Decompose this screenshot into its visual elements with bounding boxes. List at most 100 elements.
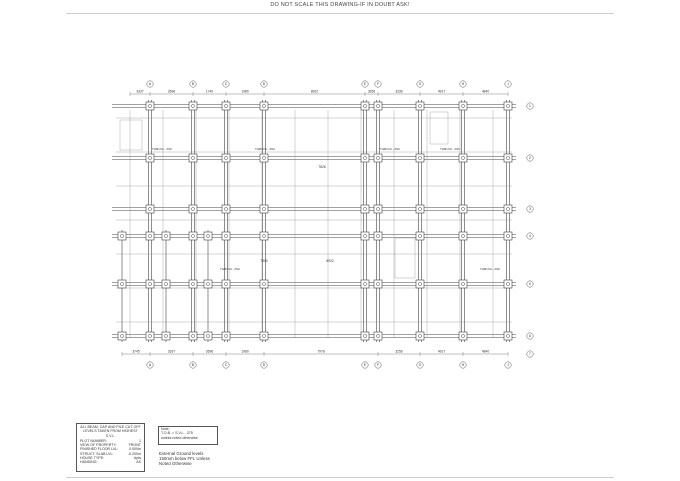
row-value: 0.000m bbox=[129, 447, 141, 452]
grid-bubble-right-label: 6 bbox=[529, 334, 531, 338]
grid-bubble-top bbox=[374, 80, 382, 88]
pile-cap bbox=[145, 153, 155, 163]
pile-cap bbox=[503, 279, 513, 289]
stair-outline bbox=[429, 111, 449, 145]
pile bbox=[376, 234, 380, 238]
pile bbox=[206, 234, 210, 238]
grid-bubble-bottom bbox=[459, 361, 467, 369]
pile bbox=[148, 234, 152, 238]
pile bbox=[224, 104, 228, 108]
beam-tag: TGB1XA - 2SC bbox=[440, 147, 461, 151]
pile-cap bbox=[503, 231, 513, 241]
pile bbox=[224, 207, 228, 211]
pile bbox=[461, 207, 465, 211]
pile bbox=[461, 334, 465, 338]
grid-bubble-top-label: F bbox=[377, 82, 379, 86]
grid-bubble-top bbox=[260, 80, 268, 88]
pile bbox=[262, 207, 266, 211]
top-dim-text: 3336 bbox=[395, 90, 403, 94]
pile bbox=[363, 104, 367, 108]
beam-tag: TGB1XA - 2SC bbox=[220, 267, 241, 271]
grid-bubble-top bbox=[222, 80, 230, 88]
grid-bubble-bottom bbox=[504, 361, 512, 369]
pile-cap bbox=[503, 101, 513, 111]
pile-caps bbox=[117, 101, 513, 341]
pile bbox=[506, 334, 510, 338]
pile bbox=[506, 156, 510, 160]
pile bbox=[191, 334, 195, 338]
pile-cap bbox=[360, 231, 370, 241]
pile-cap bbox=[373, 101, 383, 111]
grid-bubble-bottom bbox=[361, 361, 369, 369]
plan-detail-lines bbox=[116, 110, 512, 338]
pile-cap bbox=[221, 331, 231, 341]
title-row: FINISHED FLOOR LVL: 0.000m bbox=[77, 447, 144, 451]
pile-cap bbox=[188, 153, 198, 163]
pile-cap bbox=[458, 153, 468, 163]
stair-outline bbox=[119, 119, 143, 151]
top-dim-text: 4917 bbox=[438, 90, 446, 94]
external-note-line: 150mm below FFL Unless bbox=[159, 456, 210, 462]
grid-bubble-top bbox=[416, 80, 424, 88]
pile bbox=[418, 104, 422, 108]
pile-cap bbox=[360, 204, 370, 214]
grid-bubble-right-label: 2 bbox=[529, 156, 531, 160]
ground-beams bbox=[112, 100, 516, 342]
beam-dim: 8922 bbox=[326, 259, 334, 263]
pile bbox=[224, 282, 228, 286]
row-label: FINISHED FLOOR LVL: bbox=[80, 447, 119, 452]
pile-cap bbox=[503, 331, 513, 341]
title-block-heading: ALL BEAM, CAP AND PILE CUT OFF LEVELS TA… bbox=[77, 424, 144, 439]
pile-cap bbox=[415, 204, 425, 214]
grid-bubble-top-label: B bbox=[192, 82, 195, 86]
pile-cap bbox=[259, 279, 269, 289]
pile bbox=[206, 282, 210, 286]
grid-bubble-bottom-label: F bbox=[377, 363, 379, 367]
pile-cap bbox=[188, 331, 198, 341]
pile bbox=[461, 234, 465, 238]
grid-bubble-bottom bbox=[189, 361, 197, 369]
bottom-dim-text: 2696 bbox=[206, 350, 214, 354]
bottom-dim-text: 4917 bbox=[438, 350, 446, 354]
grid-bubble-top-label: E bbox=[364, 82, 367, 86]
grid-bubble-bottom-label: E bbox=[364, 363, 367, 367]
pile bbox=[148, 156, 152, 160]
pile-cap bbox=[188, 101, 198, 111]
grid-bubble-top bbox=[361, 80, 369, 88]
pile bbox=[148, 334, 152, 338]
pile bbox=[506, 282, 510, 286]
pile-cap bbox=[145, 101, 155, 111]
row-label: HANDING: bbox=[80, 460, 98, 465]
pile-cap bbox=[415, 231, 425, 241]
bottom-dim-text: 3745 bbox=[132, 350, 140, 354]
title-row: VIEW OF PROPERTY:FRONT bbox=[77, 443, 144, 447]
pile bbox=[461, 156, 465, 160]
grid-bubble-top-label: J bbox=[507, 82, 509, 86]
pile bbox=[376, 207, 380, 211]
beam-dim: 7300 bbox=[260, 259, 268, 263]
pile bbox=[461, 104, 465, 108]
pile bbox=[224, 234, 228, 238]
pile-cap bbox=[145, 231, 155, 241]
pile bbox=[262, 282, 266, 286]
top-dim-text: 3256 bbox=[368, 90, 376, 94]
grid-bubble-bottom-label: D bbox=[263, 363, 266, 367]
pile-cap bbox=[145, 331, 155, 341]
grid-bubble-bottom bbox=[374, 361, 382, 369]
pile bbox=[506, 104, 510, 108]
pile-cap bbox=[415, 153, 425, 163]
pile bbox=[418, 207, 422, 211]
pile-cap bbox=[188, 231, 198, 241]
pile-cap bbox=[360, 279, 370, 289]
row-value: FRONT bbox=[128, 443, 141, 448]
row-label: HOUSE TYPE: bbox=[80, 456, 105, 461]
grid-bubble-right bbox=[526, 205, 534, 213]
pile-cap bbox=[458, 279, 468, 289]
pile-cap bbox=[221, 101, 231, 111]
pile bbox=[164, 234, 168, 238]
title-row: HOUSE TYPE:Apts bbox=[77, 456, 144, 460]
pile bbox=[363, 207, 367, 211]
pile-cap bbox=[373, 231, 383, 241]
